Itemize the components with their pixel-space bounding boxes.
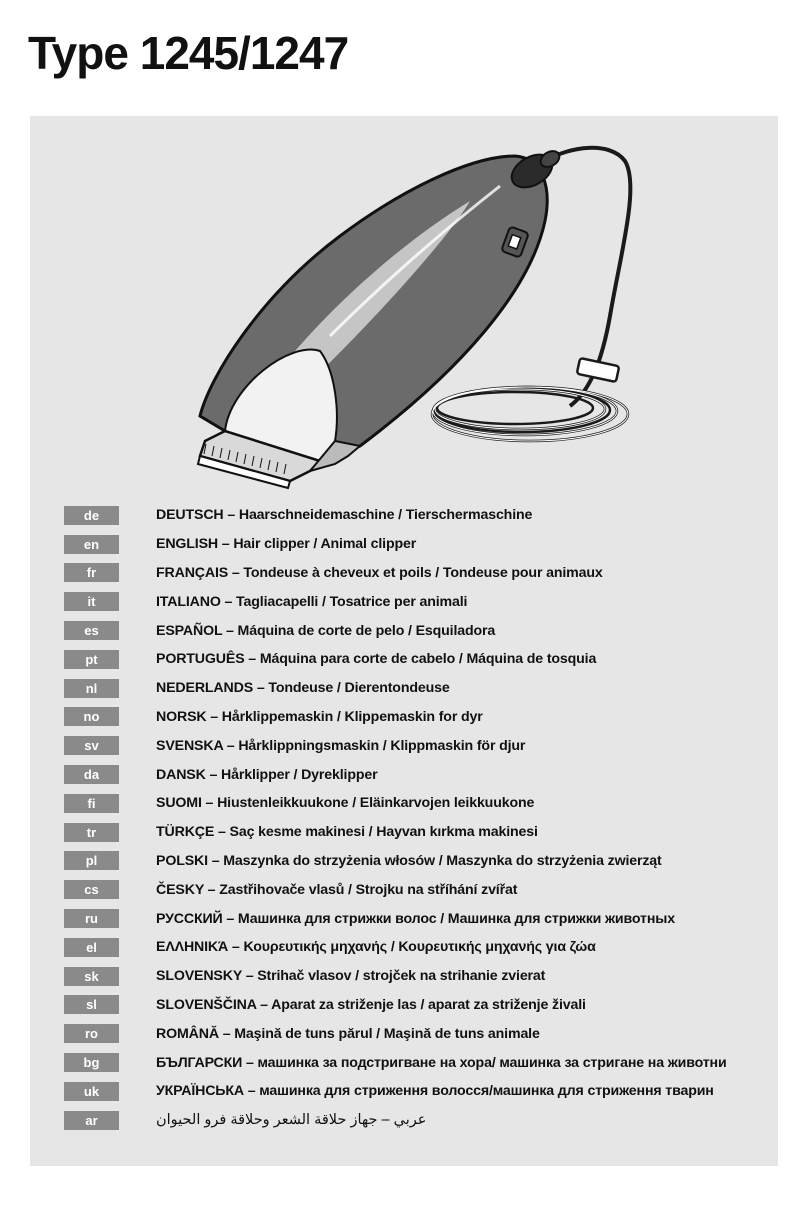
language-code-badge: uk [64,1081,119,1101]
content-panel: de DEUTSCH – Haarschneidemaschine / Tier… [30,116,778,1166]
language-code-badge: ro [64,1024,119,1044]
language-title: FRANÇAIS – Tondeuse à cheveux et poils /… [156,564,603,581]
language-code-badge: cs [64,880,119,900]
language-title: SVENSKA – Hårklippningsmaskin / Klippmas… [156,737,526,754]
language-title: POLSKI – Maszynka do strzyżenia włosów /… [156,852,662,869]
language-title: DEUTSCH – Haarschneidemaschine / Tiersch… [156,507,533,524]
language-code-badge: fi [64,793,119,813]
language-row-de: de DEUTSCH – Haarschneidemaschine / Tier… [64,501,727,530]
language-row-bg: bg БЪЛГАРСКИ – машинка за подстригване н… [64,1048,727,1077]
language-title: РУССКИЙ – Машинка для стрижки волос / Ма… [156,910,675,927]
language-code-badge: ar [64,1110,119,1130]
language-title: عربي – جهاز حلاقة الشعر وحلاقة فرو الحيو… [156,1112,427,1129]
language-row-ru: ru РУССКИЙ – Машинка для стрижки волос /… [64,904,727,933]
language-code-badge: bg [64,1053,119,1073]
language-title: УКРАЇНСЬКА – машинка для стриження волос… [156,1083,714,1100]
language-title: NORSK – Hårklippemaskin / Klippemaskin f… [156,708,483,725]
language-title: ENGLISH – Hair clipper / Animal clipper [156,536,417,553]
language-code-badge: tr [64,822,119,842]
language-title: DANSK – Hårklipper / Dyreklipper [156,766,378,783]
language-code-badge: nl [64,678,119,698]
language-row-es: es ESPAÑOL – Máquina de corte de pelo / … [64,616,727,645]
language-row-ro: ro ROMÂNĂ – Maşină de tuns părul / Maşin… [64,1019,727,1048]
hair-clipper-illustration [196,145,633,490]
language-code-badge: pl [64,851,119,871]
page-title: Type 1245/1247 [28,27,349,79]
language-row-uk: uk УКРАЇНСЬКА – машинка для стриження во… [64,1077,727,1106]
language-row-pt: pt PORTUGUÊS – Máquina para corte de cab… [64,645,727,674]
language-title: ITALIANO – Tagliacapelli / Tosatrice per… [156,593,468,610]
language-title: ČESKY – Zastřihovače vlasů / Strojku na … [156,881,518,898]
language-title: SLOVENŠČINA – Aparat za striženje las / … [156,996,586,1013]
language-row-it: it ITALIANO – Tagliacapelli / Tosatrice … [64,587,727,616]
language-code-badge: sv [64,736,119,756]
language-row-nl: nl NEDERLANDS – Tondeuse / Dierentondeus… [64,674,727,703]
language-title: SLOVENSKY – Strihač vlasov / strojček na… [156,968,546,985]
language-title: ΕΛΛΗΝΙΚΆ – Κουρευτικής μηχανής / Κουρευτ… [156,939,596,956]
language-code-badge: pt [64,649,119,669]
language-code-badge: da [64,765,119,785]
language-row-ar: ar عربي – جهاز حلاقة الشعر وحلاقة فرو ال… [64,1106,727,1135]
language-row-sk: sk SLOVENSKY – Strihač vlasov / strojček… [64,962,727,991]
language-list: de DEUTSCH – Haarschneidemaschine / Tier… [64,501,727,1135]
language-title: ROMÂNĂ – Maşină de tuns părul / Maşină d… [156,1025,540,1042]
language-code-badge: it [64,592,119,612]
language-row-no: no NORSK – Hårklippemaskin / Klippemaski… [64,703,727,732]
language-code-badge: de [64,505,119,525]
language-row-fi: fi SUOMI – Hiustenleikkuukone / Eläinkar… [64,789,727,818]
language-code-badge: el [64,937,119,957]
language-row-sv: sv SVENSKA – Hårklippningsmaskin / Klipp… [64,731,727,760]
language-code-badge: no [64,707,119,727]
language-code-badge: fr [64,563,119,583]
language-row-en: en ENGLISH – Hair clipper / Animal clipp… [64,530,727,559]
language-row-sl: sl SLOVENŠČINA – Aparat za striženje las… [64,991,727,1020]
language-title: TÜRKÇE – Saç kesme makinesi / Hayvan kır… [156,824,538,841]
language-title: SUOMI – Hiustenleikkuukone / Eläinkarvoj… [156,795,535,812]
language-title: PORTUGUÊS – Máquina para corte de cabelo… [156,651,597,668]
language-row-fr: fr FRANÇAIS – Tondeuse à cheveux et poil… [64,559,727,588]
language-code-badge: en [64,534,119,554]
language-code-badge: ru [64,909,119,929]
language-row-da: da DANSK – Hårklipper / Dyreklipper [64,760,727,789]
language-row-cs: cs ČESKY – Zastřihovače vlasů / Strojku … [64,875,727,904]
language-code-badge: sk [64,966,119,986]
language-row-tr: tr TÜRKÇE – Saç kesme makinesi / Hayvan … [64,818,727,847]
language-code-badge: es [64,621,119,641]
language-title: NEDERLANDS – Tondeuse / Dierentondeuse [156,680,450,697]
language-title: ESPAÑOL – Máquina de corte de pelo / Esq… [156,622,496,639]
language-title: БЪЛГАРСКИ – машинка за подстригване на х… [156,1054,727,1071]
language-row-el: el ΕΛΛΗΝΙΚΆ – Κουρευτικής μηχανής / Κουρ… [64,933,727,962]
language-code-badge: sl [64,995,119,1015]
language-row-pl: pl POLSKI – Maszynka do strzyżenia włosó… [64,847,727,876]
